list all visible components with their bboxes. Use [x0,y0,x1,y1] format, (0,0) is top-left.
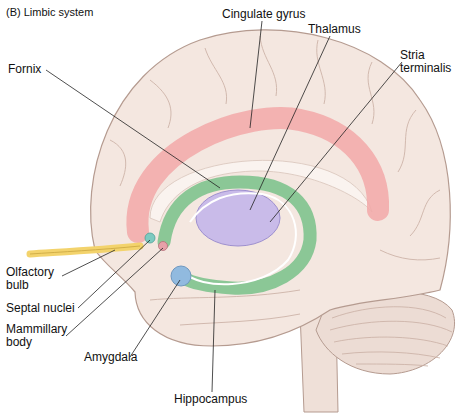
olfactory-bulb [30,246,140,254]
structure-label: Olfactory bulb [6,266,68,292]
leader-line [46,70,220,188]
structure-label: Mammillary body [6,323,76,349]
olfactory-tract [30,246,140,254]
structure-label: Thalamus [308,23,378,36]
structure-label: Stria terminalis [400,49,460,75]
fornix-hippocampus [164,182,310,288]
cerebrum [91,30,451,346]
structure-label: Amygdala [84,351,164,364]
septal-nuclei [145,233,155,243]
amygdala [171,266,191,286]
structure-label: Hippocampus [174,393,274,406]
leader-line [62,250,115,276]
structure-label: Septal nuclei [6,302,96,315]
leader-line [212,290,215,392]
leader-line [250,21,262,128]
sulci [110,36,440,325]
leader-lines [46,21,402,392]
leader-line [130,280,180,357]
cerebellum-folia [330,307,452,366]
structure-label: Fornix [8,63,68,76]
thalamus [196,190,280,246]
stria-terminalis [184,193,296,284]
leader-line [66,248,163,336]
leader-line [270,62,402,222]
structure-label: Cingulate gyrus [222,8,322,21]
leader-line [78,240,150,308]
figure-title: (B) Limbic system [6,6,93,19]
leader-line [250,36,330,210]
mammillary-body [159,242,168,251]
